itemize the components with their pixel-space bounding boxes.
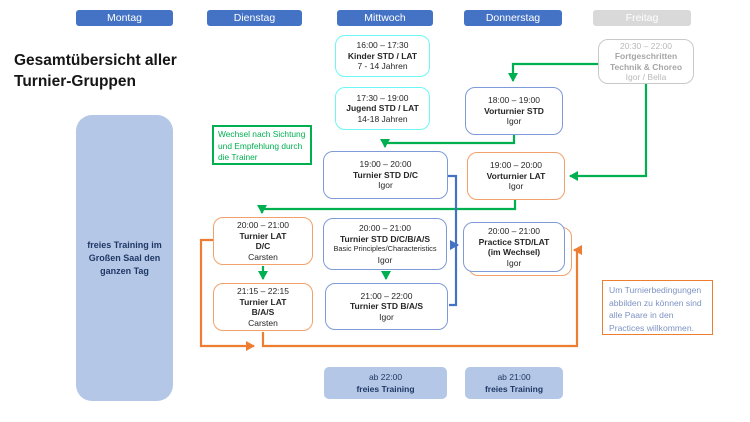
fortgeschritten-title: Fortgeschritten	[614, 51, 678, 61]
page-title-line1: Gesamtübersicht aller	[14, 52, 177, 69]
note-orange-line2: abbilden zu können sind	[609, 297, 702, 308]
practice-time: 20:00 – 21:00	[488, 226, 540, 236]
day-tab-montag: Montag	[76, 10, 173, 26]
free-training-wednesday-box: ab 22:00 freies Training	[324, 367, 447, 399]
vorturnier-lat-title: Vorturnier LAT	[486, 170, 546, 181]
turnier-lat-bas-class: B/A/S	[251, 307, 275, 317]
schedule-box-vorturnier-std: 18:00 – 19:00 Vorturnier STD Igor	[465, 87, 563, 135]
fortgeschritten-subtitle: Technik & Choreo	[609, 61, 683, 72]
schedule-box-turnier-lat-bas: 21:15 – 22:15 Turnier LAT B/A/S Carsten	[213, 283, 313, 331]
kinder-age: 7 - 14 Jahren	[357, 61, 408, 72]
note-trainer-recommendation: Wechsel nach Sichtung und Empfehlung dur…	[212, 125, 312, 165]
schedule-box-turnier-std-bas: 21:00 – 22:00 Turnier STD B/A/S Igor	[325, 283, 448, 330]
free-training-thursday-box: ab 21:00 freies Training	[465, 367, 563, 399]
schedule-box-jugend: 17:30 – 19:00 Jugend STD / LAT 14-18 Jah…	[335, 87, 430, 130]
turnier-lat-dc-class: D/C	[255, 241, 271, 251]
monday-free-training-box: freies Training im Großen Saal den ganze…	[76, 115, 173, 401]
arrow-fortgeschritten-to-vorturnier-std	[508, 62, 598, 82]
monday-free-training-line1: freies Training im	[87, 239, 162, 250]
page-title: Gesamtübersicht aller Turnier-Gruppen	[14, 50, 204, 92]
note-orange-line3: alle Paare in den	[609, 310, 674, 320]
page-title-line2: Turnier-Gruppen	[14, 73, 136, 90]
schedule-box-vorturnier-lat: 19:00 – 20:00 Vorturnier LAT Igor	[467, 152, 565, 200]
arrow-vorturnier-std-to-turnier-std-dc	[380, 135, 516, 148]
practice-mode: (im Wechsel)	[487, 247, 541, 257]
day-tab-mittwoch: Mittwoch	[337, 10, 433, 26]
free-training-wednesday-time: ab 22:00	[368, 372, 403, 382]
practice-title: Practice STD/LAT	[478, 236, 550, 247]
kinder-title: Kinder STD / LAT	[347, 50, 418, 61]
schedule-box-kinder: 16:00 – 17:30 Kinder STD / LAT 7 - 14 Ja…	[335, 35, 430, 77]
free-training-thursday-label: freies Training	[484, 384, 544, 394]
note-green-line1: Wechsel nach Sichtung	[218, 129, 306, 139]
turnier-std-bas-title: Turnier STD B/A/S	[349, 301, 424, 312]
turnier-lat-bas-title: Turnier LAT	[239, 296, 287, 307]
turnier-std-dcbas-trainer: Igor	[377, 254, 393, 265]
note-green-line2: und Empfehlung durch	[218, 140, 303, 151]
schedule-box-practice: 20:00 – 21:00 Practice STD/LAT (im Wechs…	[463, 222, 565, 272]
kinder-time: 16:00 – 17:30	[356, 40, 409, 51]
day-tab-donnerstag: Donnerstag	[464, 10, 562, 26]
free-training-wednesday-label: freies Training	[356, 384, 415, 394]
schedule-box-turnier-lat-dc: 20:00 – 21:00 Turnier LAT D/C Carsten	[213, 217, 313, 265]
fortgeschritten-time: 20:30 – 22:00	[620, 40, 672, 51]
turnier-lat-bas-trainer: Carsten	[248, 317, 278, 328]
jugend-title: Jugend STD / LAT	[346, 103, 419, 114]
line-turnier-std-bracket	[448, 174, 458, 307]
vorturnier-std-time: 18:00 – 19:00	[488, 95, 540, 106]
vorturnier-lat-trainer: Igor	[508, 181, 524, 192]
vorturnier-std-title: Vorturnier STD	[484, 105, 544, 116]
note-practice-welcome: Um Turnierbedingungen abbilden zu können…	[602, 280, 713, 335]
turnier-lat-dc-title: Turnier LAT	[239, 230, 287, 241]
schedule-box-turnier-std-dcbas: 20:00 – 21:00 Turnier STD D/C/B/A/S Basi…	[323, 218, 447, 270]
jugend-age: 14-18 Jahren	[357, 113, 408, 124]
day-tab-dienstag: Dienstag	[207, 10, 302, 26]
turnier-lat-dc-time: 20:00 – 21:00	[237, 220, 289, 230]
fortgeschritten-trainer: Igor / Bella	[625, 72, 667, 82]
turnier-std-dcbas-title: Turnier STD D/C/B/A/S	[339, 233, 431, 244]
note-green-line3: die Trainer	[218, 152, 258, 162]
schedule-box-turnier-std-dc: 19:00 – 20:00 Turnier STD D/C Igor	[323, 151, 448, 199]
jugend-time: 17:30 – 19:00	[356, 92, 409, 103]
turnier-std-dcbas-time: 20:00 – 21:00	[359, 223, 411, 233]
monday-free-training-line3: ganzen Tag	[100, 265, 149, 276]
vorturnier-std-trainer: Igor	[506, 116, 522, 127]
turnier-std-dc-time: 19:00 – 20:00	[359, 159, 412, 170]
practice-trainer: Igor	[506, 257, 522, 268]
arrow-vorturnier-lat-to-turnier-lat-dc	[257, 200, 517, 214]
turnier-std-dc-trainer: Igor	[378, 180, 393, 191]
arrow-fortgeschritten-to-vorturnier-lat	[569, 84, 648, 181]
turnier-lat-dc-trainer: Carsten	[248, 251, 278, 262]
free-training-thursday-time: ab 21:00	[497, 372, 531, 382]
schedule-box-fortgeschritten: 20:30 – 22:00 Fortgeschritten Technik & …	[598, 39, 694, 84]
day-tab-freitag: Freitag	[593, 10, 691, 26]
note-orange-line4: Practices willkommen.	[609, 322, 695, 333]
turnier-lat-bas-time: 21:15 – 22:15	[237, 286, 289, 296]
note-orange-line1: Um Turnierbedingungen	[609, 285, 702, 295]
turnier-std-bas-time: 21:00 – 22:00	[360, 290, 413, 301]
monday-free-training-line2: Großen Saal den	[88, 252, 161, 263]
vorturnier-lat-time: 19:00 – 20:00	[490, 160, 542, 171]
turnier-std-bas-trainer: Igor	[379, 311, 394, 322]
turnier-std-dc-title: Turnier STD D/C	[352, 169, 418, 180]
turnier-std-dcbas-sub: Basic Principles/Characteristics	[333, 244, 437, 253]
